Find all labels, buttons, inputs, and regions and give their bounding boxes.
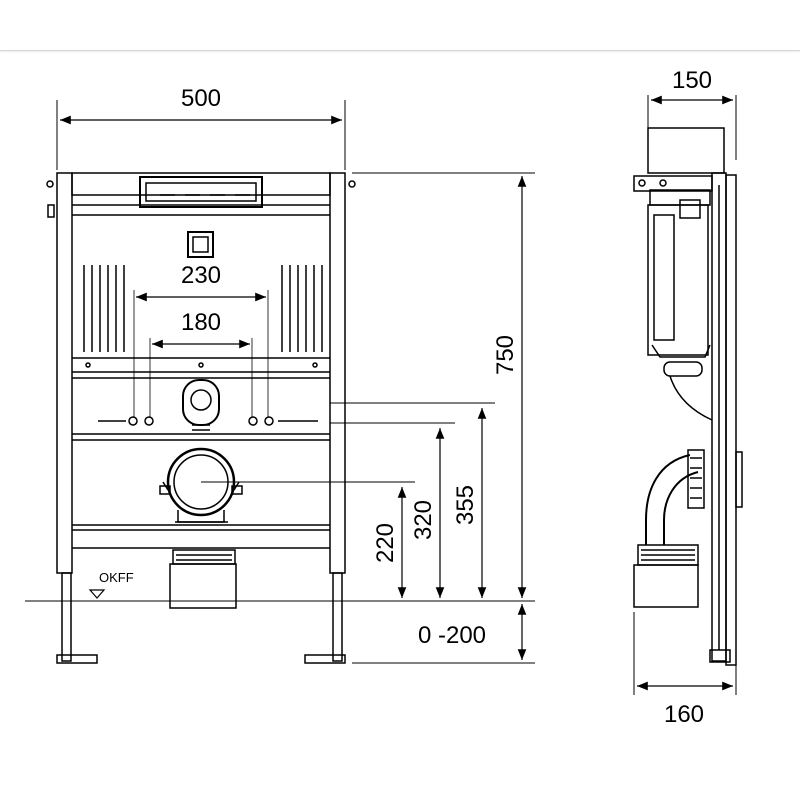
outer-spacing-label: 230 [181, 262, 221, 289]
left-leg [61, 572, 72, 662]
side-flush-pipe [663, 361, 703, 377]
cistern-housing [139, 176, 263, 208]
adjustment-label: 0 -200 [418, 622, 486, 649]
vent-right [281, 265, 323, 352]
side-waste-bend [645, 454, 691, 545]
top-rail [71, 172, 331, 196]
right-foot [304, 654, 346, 664]
left-foot [56, 654, 98, 664]
top-bar [0, 0, 800, 51]
connection-label-2: 355 [452, 485, 479, 525]
left-upright [56, 172, 73, 574]
side-view [633, 127, 743, 666]
flush-connector [182, 379, 220, 426]
right-upright [329, 172, 346, 574]
outlet-collar [172, 549, 236, 565]
side-bottom-label: 160 [664, 701, 704, 728]
width-label: 500 [181, 85, 221, 112]
floor-marker-icon [88, 589, 106, 599]
outlet-pipe [169, 563, 237, 609]
front-view [46, 172, 356, 664]
inner-spacing-label: 180 [181, 309, 221, 336]
outlet-label: 220 [372, 523, 399, 563]
side-top-label: 150 [672, 67, 712, 94]
connection-label-1: 320 [410, 500, 437, 540]
vent-left [83, 265, 125, 352]
height-label: 750 [492, 335, 519, 375]
side-outlet-pipe [633, 564, 699, 608]
side-cistern-top [647, 127, 725, 174]
flush-opening [187, 231, 214, 258]
right-leg [332, 572, 343, 662]
floor-reference-label: OKFF [99, 570, 134, 585]
side-cistern [647, 204, 709, 356]
